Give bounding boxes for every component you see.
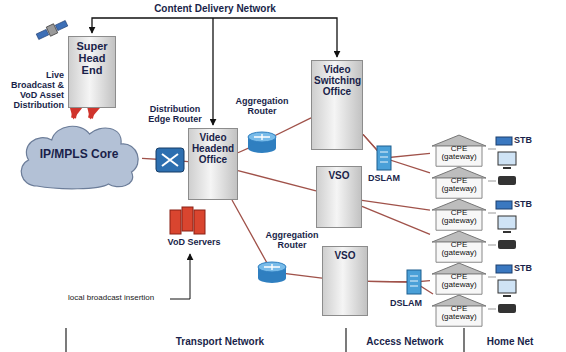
node-text: CPE (gateway) [438,241,480,258]
office-building: VSO [322,246,368,316]
node-text: CPE (gateway) [438,209,480,226]
network-link [232,200,322,278]
device-label: STB [514,135,544,145]
cdn-bracket [92,18,337,125]
device-label: VoD Servers [158,237,230,247]
edge-router-icon [156,148,184,172]
vod-server-icon [170,207,205,234]
cpe-house: CPE (gateway) [430,294,488,327]
network-link [362,206,430,234]
dslam-icon [407,270,421,294]
node-text: CPE (gateway) [438,273,480,290]
office-building: Video Headend Office [188,128,238,200]
flow-label: Live Broadcast & VoD Asset Distribution [2,70,64,110]
device-label: DSLAM [384,298,428,308]
device-label: DSLAM [362,173,406,183]
section-divider [66,328,464,352]
aggregation-router-icon [248,132,276,153]
node-text: IP/MPLS Core [34,148,124,162]
text-block: Video Switching Office [312,61,362,100]
head-end-building: Super Head End [68,36,116,108]
phone-icon [498,176,516,313]
text-block: CPE (gateway) [430,294,488,323]
home-devices [488,137,516,313]
dslam-icon [377,146,391,170]
pc-icon [498,152,516,296]
cpe-house: CPE (gateway) [430,198,488,231]
section-label: Home Net [470,336,550,347]
node-text: Video Headend Office [191,132,235,165]
text-block: Video Headend Office [189,129,237,168]
network-link [368,281,433,294]
device-label: STB [514,263,544,273]
text-block: VSO [317,167,361,184]
node-text: CPE (gateway) [438,177,480,194]
network-link [363,134,430,173]
network-link [238,171,316,191]
device-label: STB [514,199,544,209]
distribution-arrow [90,108,92,118]
office-building: Video Switching Office [311,60,363,150]
text-block: IP/MPLS Core [16,148,142,162]
cpe-house: CPE (gateway) [430,134,488,167]
aggregation-router-icon [258,262,286,283]
text-block: CPE (gateway) [430,166,488,195]
network-link [238,118,311,153]
text-block: Super Head End [69,37,115,79]
device-label: Aggregation Router [234,96,290,116]
node-text: VSO [319,170,359,181]
network-link [362,200,430,210]
office-building: VSO [316,166,362,228]
cpe-house: CPE (gateway) [430,262,488,295]
section-title: Content Delivery Network [140,3,290,14]
device-label: Aggregation Router [264,230,320,250]
text-block: VSO [323,247,367,264]
leader-line [170,254,190,299]
text-block: CPE (gateway) [430,198,488,227]
node-text: Super Head End [71,40,113,76]
section-label: Access Network [350,336,460,347]
note-label: local broadcast insertion [68,294,168,303]
satellite-icon [35,19,68,42]
node-text: Video Switching Office [314,64,360,97]
cpe-house: CPE (gateway) [430,166,488,199]
text-block: CPE (gateway) [430,134,488,163]
node-text: CPE (gateway) [438,145,480,162]
distribution-arrow [74,108,76,118]
device-label: Distribution Edge Router [142,104,208,124]
text-block: CPE (gateway) [430,262,488,291]
node-text: VSO [325,250,365,261]
cpe-house: CPE (gateway) [430,230,488,263]
cloud-shape [21,126,138,189]
node-text: CPE (gateway) [438,305,480,322]
section-label: Transport Network [150,336,290,347]
text-block: CPE (gateway) [430,230,488,259]
network-cloud: IP/MPLS Core [16,120,142,190]
